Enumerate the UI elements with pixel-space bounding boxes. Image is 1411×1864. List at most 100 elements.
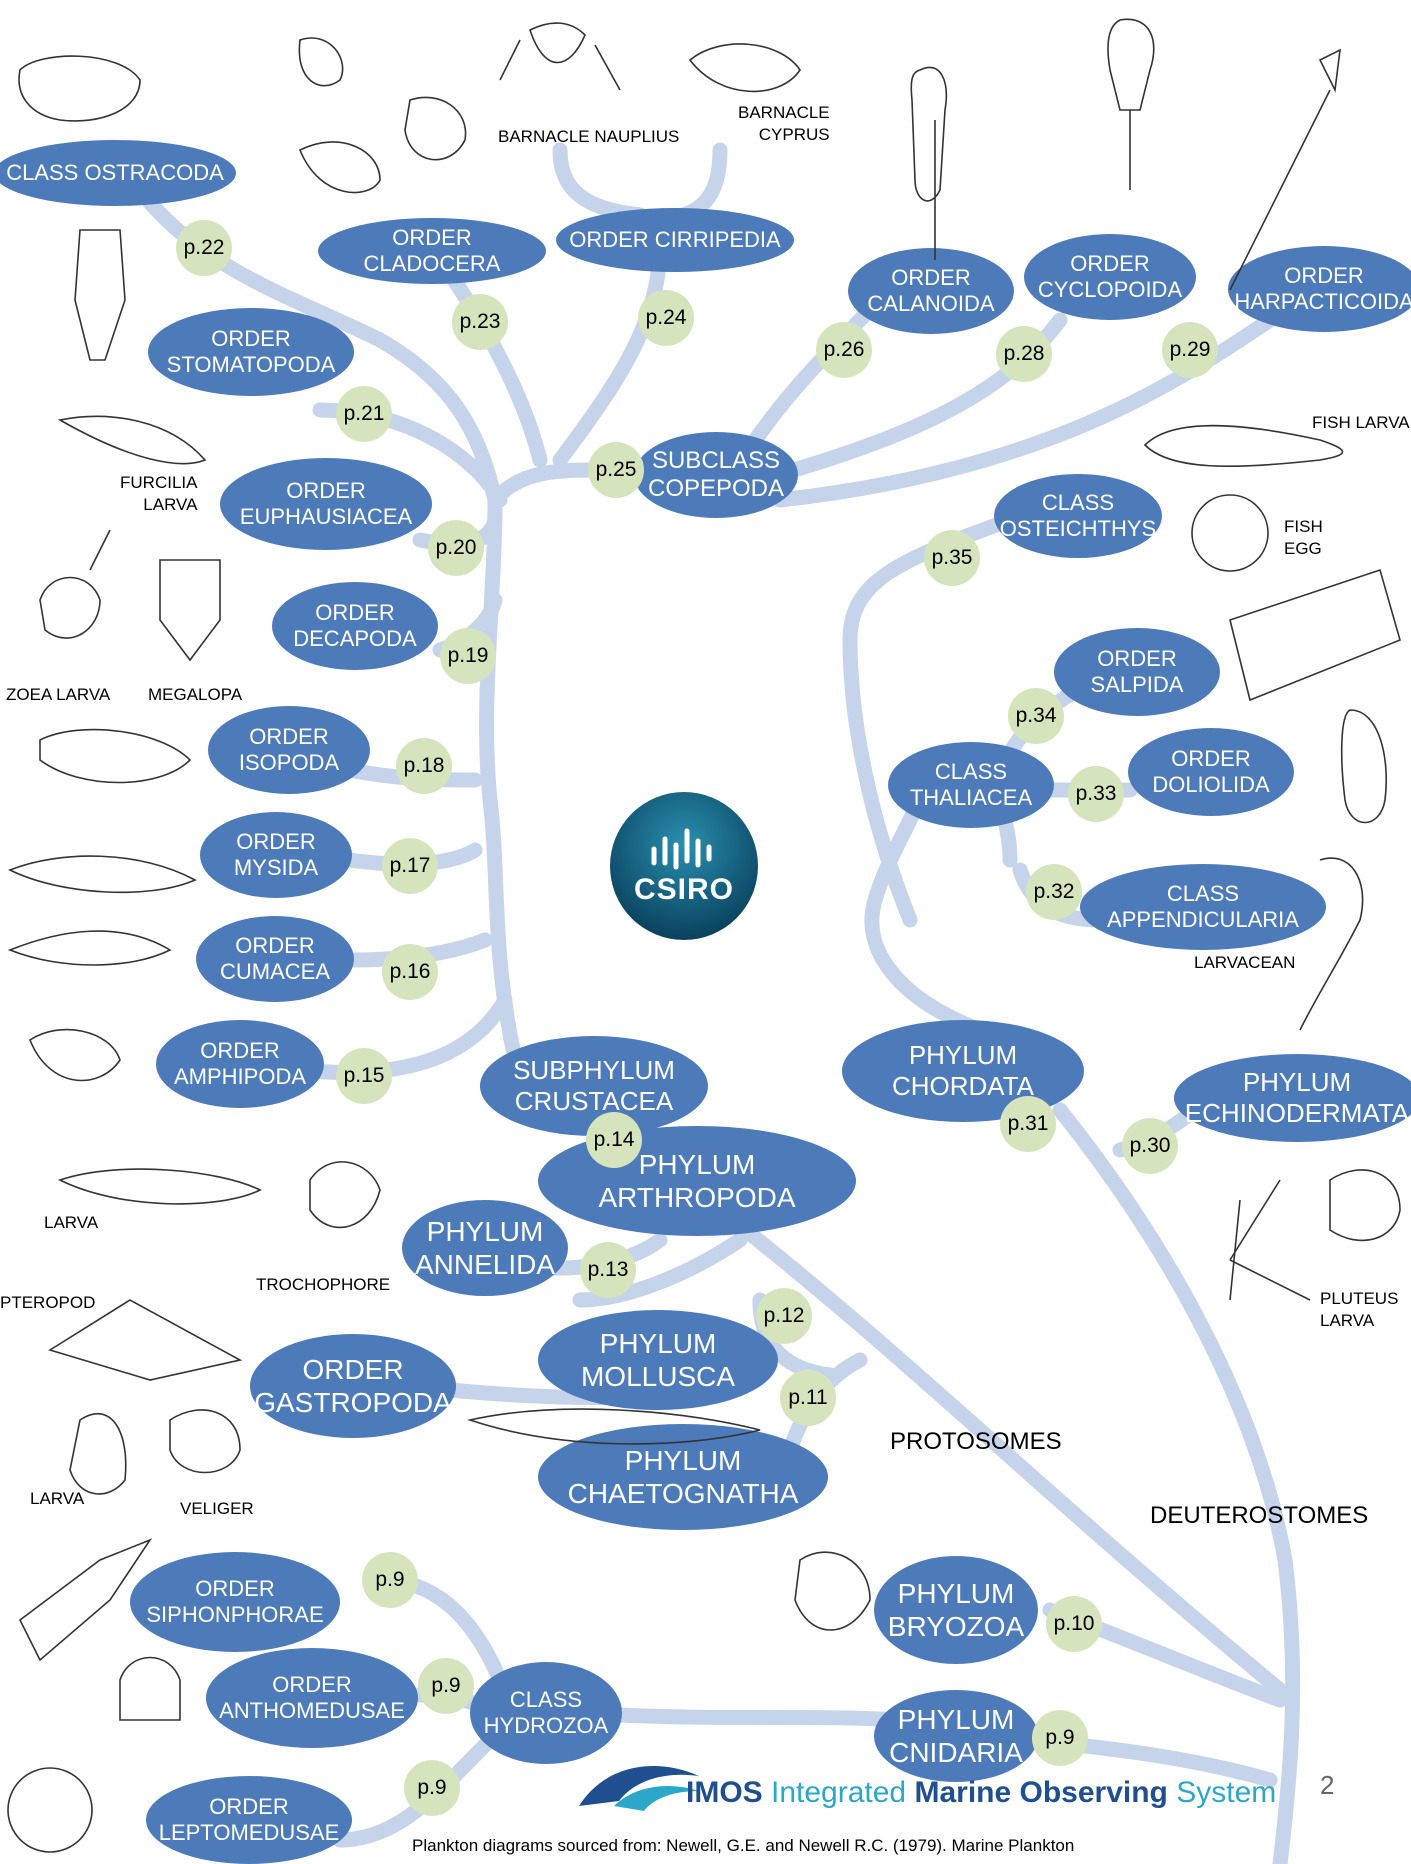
node-phylum-annelida[interactable]: PHYLUM ANNELIDA bbox=[402, 1200, 568, 1296]
page-marker-p22[interactable]: p.22 bbox=[176, 220, 232, 276]
organism-label-fish-egg: FISH EGG bbox=[1284, 517, 1323, 559]
amphipoda-branch bbox=[292, 992, 513, 1080]
page-marker-p32[interactable]: p.32 bbox=[1026, 864, 1082, 920]
node-subclass-copepoda[interactable]: SUBCLASS COPEPODA bbox=[634, 432, 798, 518]
page-marker-p21[interactable]: p.21 bbox=[336, 386, 392, 442]
organism-label-furcilia-larva: FURCILIA LARVA bbox=[120, 473, 198, 515]
crustacea-upper-branch bbox=[487, 462, 608, 508]
node-order-gastropoda[interactable]: ORDER GASTROPODA bbox=[250, 1334, 456, 1438]
organism-label-zoea-larva: ZOEA LARVA bbox=[6, 685, 111, 704]
csiro-logo-text: CSIRO bbox=[633, 873, 734, 906]
node-phylum-mollusca[interactable]: PHYLUM MOLLUSCA bbox=[538, 1310, 778, 1410]
node-phylum-cnidaria[interactable]: PHYLUM CNIDARIA bbox=[874, 1690, 1038, 1782]
page-marker-p31[interactable]: p.31 bbox=[1000, 1096, 1056, 1152]
page-marker-p14[interactable]: p.14 bbox=[586, 1112, 642, 1168]
imos-name-integrated: Integrated bbox=[771, 1776, 907, 1809]
organism-label-megalopa: MEGALOPA bbox=[148, 685, 243, 704]
page-marker-p26[interactable]: p.26 bbox=[816, 322, 872, 378]
imos-acronym: IMOS bbox=[686, 1776, 763, 1809]
node-phylum-chaetognatha[interactable]: PHYLUM CHAETOGNATHA bbox=[538, 1424, 828, 1530]
page-marker-p18[interactable]: p.18 bbox=[396, 738, 452, 794]
osteichthys-branch bbox=[842, 512, 1018, 928]
organism-label-barnacle-cyprus: BARNACLE CYPRUS bbox=[738, 103, 830, 145]
node-order-salpida[interactable]: ORDER SALPIDA bbox=[1054, 628, 1220, 716]
page-marker-p20[interactable]: p.20 bbox=[428, 520, 484, 576]
arthropoda-to-mollusca-branch bbox=[572, 1232, 748, 1308]
node-order-leptomedusae[interactable]: ORDER LEPTOMEDUSAE bbox=[146, 1776, 352, 1864]
node-class-osteichthys[interactable]: CLASS OSTEICHTHYS bbox=[994, 474, 1162, 558]
node-order-cladocera[interactable]: ORDER CLADOCERA bbox=[318, 218, 546, 284]
page-marker-p33[interactable]: p.33 bbox=[1068, 766, 1124, 822]
node-phylum-echinodermata[interactable]: PHYLUM ECHINODERMATA bbox=[1174, 1054, 1411, 1142]
node-order-cyclopoida[interactable]: ORDER CYCLOPOIDA bbox=[1024, 234, 1196, 320]
cirripedia-branch bbox=[552, 237, 668, 468]
node-order-cirripedia[interactable]: ORDER CIRRIPEDIA bbox=[556, 208, 794, 272]
csiro-logo-mark bbox=[651, 828, 712, 870]
node-order-cumacea[interactable]: ORDER CUMACEA bbox=[196, 916, 354, 1002]
page-number: 2 bbox=[1320, 1770, 1335, 1800]
page-marker-p9-anthomedusae[interactable]: p.9 bbox=[418, 1658, 474, 1714]
node-order-siphonphorae[interactable]: ORDER SIPHONPHORAE bbox=[130, 1552, 340, 1652]
crustacea-trunk-branch bbox=[479, 492, 528, 1088]
imos-name-system: System bbox=[1176, 1776, 1277, 1809]
page-marker-p15[interactable]: p.15 bbox=[336, 1048, 392, 1104]
page-marker-p10[interactable]: p.10 bbox=[1046, 1596, 1102, 1652]
node-order-amphipoda[interactable]: ORDER AMPHIPODA bbox=[156, 1020, 324, 1108]
node-order-calanoida[interactable]: ORDER CALANOIDA bbox=[848, 248, 1014, 334]
page-marker-p24[interactable]: p.24 bbox=[638, 290, 694, 346]
protostome-main-branch bbox=[712, 1202, 1288, 1698]
region-label-deuterostomes: DEUTEROSTOMES bbox=[1150, 1502, 1369, 1529]
source-caption: Plankton diagrams sourced from: Newell, … bbox=[412, 1836, 1075, 1855]
page-marker-p23[interactable]: p.23 bbox=[452, 294, 508, 350]
node-phylum-bryozoa[interactable]: PHYLUM BRYOZOA bbox=[874, 1556, 1038, 1664]
node-order-isopoda[interactable]: ORDER ISOPODA bbox=[208, 706, 370, 794]
organism-label-pteropod: PTEROPOD bbox=[0, 1293, 96, 1312]
page-marker-p9-siphonphorae[interactable]: p.9 bbox=[362, 1552, 418, 1608]
page-marker-p17[interactable]: p.17 bbox=[382, 838, 438, 894]
node-order-stomatopoda[interactable]: ORDER STOMATOPODA bbox=[148, 308, 354, 396]
imos-wordmark: IMOS Integrated Marine Observing System bbox=[686, 1776, 1276, 1810]
page-marker-p13[interactable]: p.13 bbox=[580, 1242, 636, 1298]
organism-label-fish-larva: FISH LARVA bbox=[1312, 413, 1410, 432]
page-marker-p34[interactable]: p.34 bbox=[1008, 688, 1064, 744]
node-class-thaliacea[interactable]: CLASS THALIACEA bbox=[888, 742, 1054, 828]
page-marker-p11[interactable]: p.11 bbox=[780, 1370, 836, 1426]
cirripedia-left-branch bbox=[552, 142, 648, 223]
organism-label-polychaete-larva: LARVA bbox=[44, 1213, 99, 1232]
page-marker-p9-cnidaria[interactable]: p.9 bbox=[1032, 1710, 1088, 1766]
organism-label-trochophore: TROCHOPHORE bbox=[256, 1275, 391, 1294]
organism-label-larvacean: LARVACEAN bbox=[1194, 953, 1296, 972]
hydrozoa-branch bbox=[612, 1707, 908, 1728]
node-order-decapoda[interactable]: ORDER DECAPODA bbox=[272, 582, 438, 670]
deuterostome-main-branch bbox=[1052, 1102, 1301, 1864]
page-marker-p19[interactable]: p.19 bbox=[440, 628, 496, 684]
organism-label-gastropod-larva: LARVA bbox=[30, 1489, 85, 1508]
organism-label-pluteus-larva: PLUTEUS LARVA bbox=[1320, 1289, 1399, 1331]
organism-label-barnacle-nauplius: BARNACLE NAUPLIUS bbox=[498, 127, 680, 146]
imos-name-marine-observing: Marine Observing bbox=[914, 1776, 1168, 1809]
page-marker-p16[interactable]: p.16 bbox=[382, 944, 438, 1000]
node-order-mysida[interactable]: ORDER MYSIDA bbox=[200, 812, 352, 898]
page-marker-p29[interactable]: p.29 bbox=[1162, 322, 1218, 378]
region-label-protosomes: PROTOSOMES bbox=[890, 1428, 1062, 1455]
node-class-hydrozoa[interactable]: CLASS HYDROZOA bbox=[470, 1662, 622, 1764]
page-marker-p35[interactable]: p.35 bbox=[924, 530, 980, 586]
harpacticoida-branch bbox=[772, 312, 1278, 508]
node-order-doliolida[interactable]: ORDER DOLIOLIDA bbox=[1128, 728, 1294, 816]
node-order-anthomedusae[interactable]: ORDER ANTHOMEDUSAE bbox=[206, 1648, 418, 1748]
cumacea-branch bbox=[342, 932, 493, 968]
node-order-euphausiacea[interactable]: ORDER EUPHAUSIACEA bbox=[220, 458, 432, 550]
page-marker-p28[interactable]: p.28 bbox=[996, 326, 1052, 382]
organism-label-veliger: VELIGER bbox=[180, 1499, 254, 1518]
node-order-harpacticoida[interactable]: ORDER HARPACTICOIDA bbox=[1228, 246, 1411, 332]
page-marker-p12[interactable]: p.12 bbox=[756, 1288, 812, 1344]
node-class-ostracoda[interactable]: CLASS OSTRACODA bbox=[0, 140, 236, 206]
page-marker-p30[interactable]: p.30 bbox=[1122, 1118, 1178, 1174]
page-marker-p9-leptomedusae[interactable]: p.9 bbox=[404, 1760, 460, 1816]
node-class-appendicularia[interactable]: CLASS APPENDICULARIA bbox=[1080, 864, 1326, 950]
page-marker-p25[interactable]: p.25 bbox=[588, 442, 644, 498]
imos-wave-icon bbox=[579, 1766, 699, 1811]
imos-logo: IMOS Integrated Marine Observing System bbox=[574, 1756, 1294, 1830]
